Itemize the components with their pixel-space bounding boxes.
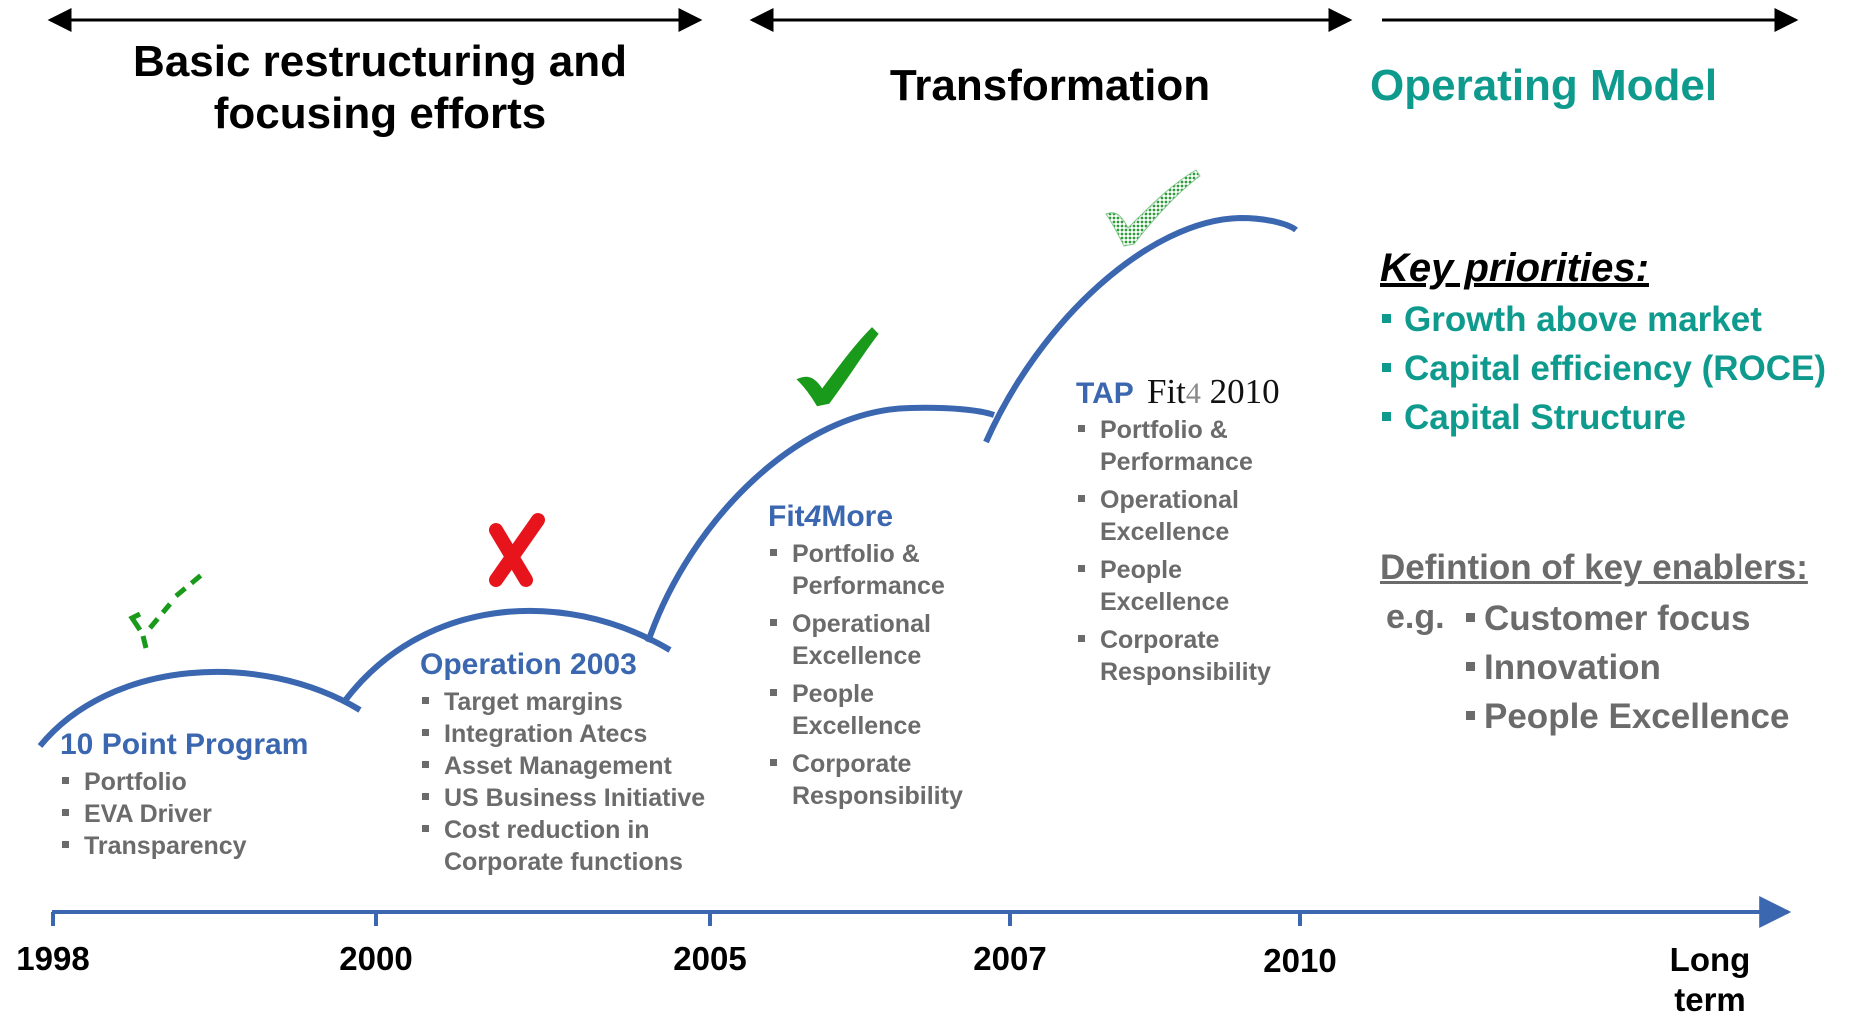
list-item: Target margins <box>420 686 720 718</box>
arc-operation-2003 <box>341 607 672 704</box>
program-title: Operation 2003 <box>420 648 637 681</box>
key-enablers-body: e.g. Customer focus Innovation People Ex… <box>1380 594 1808 741</box>
program-title: Fit4More <box>768 500 894 533</box>
list-item: Portfolio & Performance <box>768 538 978 602</box>
list-item: Capital Structure <box>1380 393 1826 442</box>
list-item: People Excellence <box>1076 554 1286 618</box>
key-enablers-list: Customer focus Innovation People Excelle… <box>1464 594 1808 741</box>
list-item: Portfolio & Performance <box>1076 414 1286 478</box>
phase-transformation-title: Transformation <box>889 61 1211 110</box>
program-items: Portfolio & Performance Operational Exce… <box>1076 414 1286 688</box>
program-tap-fit4-2010: TAP Fit4 2010 Portfolio & Performance Op… <box>1076 372 1286 694</box>
list-item: Corporate Responsibility <box>768 748 978 812</box>
program-fit4more: Fit4More Portfolio & Performance Operati… <box>768 500 978 818</box>
year-label: 2000 <box>339 940 413 977</box>
list-item: Asset Management <box>420 750 720 782</box>
phase-basic-title: Basic restructuring and focusing efforts <box>133 37 627 138</box>
list-item: Innovation <box>1464 643 1808 692</box>
list-item: Corporate Responsibility <box>1076 624 1286 688</box>
fit4-2010-logo: Fit4 2010 <box>1146 372 1280 411</box>
key-priorities-list: Growth above market Capital efficiency (… <box>1380 295 1826 442</box>
program-title-row: TAP Fit4 2010 <box>1076 372 1286 412</box>
key-enablers-title: Defintion of key enablers: <box>1380 548 1808 587</box>
year-label: 2007 <box>973 940 1047 977</box>
list-item: US Business Initiative <box>420 782 720 814</box>
list-item: Cost reduction in Corporate functions <box>420 814 694 878</box>
long-term-label: Long term <box>1669 941 1751 1018</box>
dashed-check-icon <box>128 570 207 649</box>
list-item: Portfolio <box>60 766 308 798</box>
list-item: Integration Atecs <box>420 718 720 750</box>
program-items: Portfolio & Performance Operational Exce… <box>768 538 978 812</box>
program-items: Portfolio EVA Driver Transparency <box>60 766 308 862</box>
list-item: People Excellence <box>1464 692 1808 741</box>
arc-fit4more <box>645 404 996 643</box>
arc-10-point-program <box>37 668 362 748</box>
list-item: Capital efficiency (ROCE) <box>1380 344 1826 393</box>
program-title: 10 Point Program <box>60 728 309 761</box>
eg-label: e.g. <box>1386 598 1445 636</box>
red-cross-icon <box>489 513 545 587</box>
list-item: Operational Excellence <box>768 608 978 672</box>
program-title: TAP <box>1076 377 1134 410</box>
key-priorities-title: Key priorities: <box>1380 246 1649 290</box>
list-item: EVA Driver <box>60 798 308 830</box>
dotted-check-icon <box>1105 169 1201 247</box>
program-items: Target margins Integration Atecs Asset M… <box>420 686 720 878</box>
phase-operating-model-title: Operating Model <box>1370 61 1718 110</box>
year-label: 2005 <box>673 940 747 977</box>
year-label: 1998 <box>16 940 90 977</box>
key-priorities-panel: Key priorities: Growth above market Capi… <box>1380 246 1826 442</box>
year-label: 2010 <box>1263 942 1337 979</box>
program-10-point: 10 Point Program Portfolio EVA Driver Tr… <box>60 728 308 862</box>
list-item: Operational Excellence <box>1076 484 1286 548</box>
program-operation-2003: Operation 2003 Target margins Integratio… <box>420 648 720 878</box>
list-item: Growth above market <box>1380 295 1826 344</box>
list-item: Transparency <box>60 830 308 862</box>
arc-tap-fit4-2010 <box>983 214 1298 444</box>
green-check-icon <box>796 327 879 407</box>
timeline-ticks <box>51 912 1302 926</box>
key-enablers-panel: Defintion of key enablers: e.g. Customer… <box>1380 548 1808 741</box>
list-item: Customer focus <box>1464 594 1808 643</box>
list-item: People Excellence <box>768 678 978 742</box>
